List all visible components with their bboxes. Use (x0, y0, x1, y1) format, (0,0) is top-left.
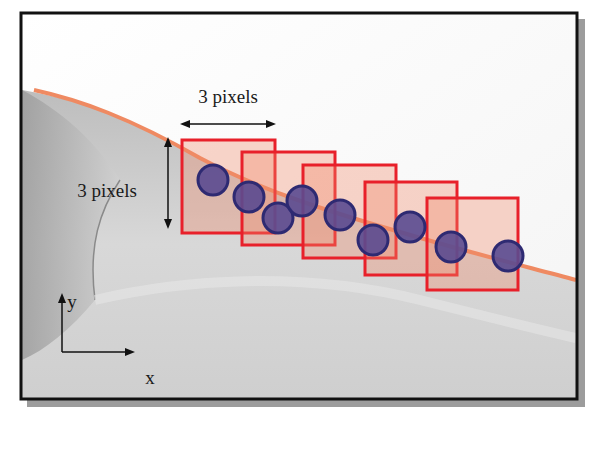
dimension-label: 3 pixels (77, 181, 137, 200)
axis-label: x (145, 368, 155, 387)
dimension-label: 3 pixels (198, 87, 258, 106)
axis-label: y (67, 292, 77, 311)
